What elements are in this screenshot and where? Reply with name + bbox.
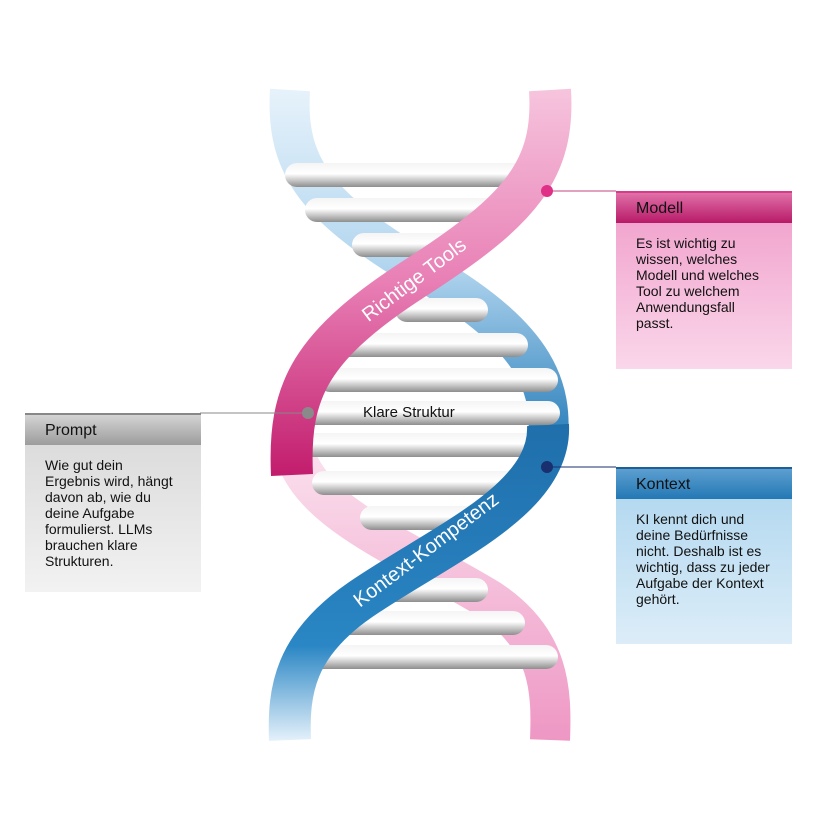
- kontext-title: Kontext: [616, 467, 792, 499]
- prompt-title: Prompt: [25, 413, 201, 445]
- modell-box: Modell Es ist wichtig zu wissen, welches…: [616, 191, 792, 369]
- kontext-text: KI kennt dich und deine Bedürfnisse nich…: [616, 499, 792, 644]
- rung: [318, 368, 558, 392]
- rungs: [285, 163, 560, 669]
- dot-modell: [541, 185, 553, 197]
- pink-ribbon-front: [270, 88, 572, 476]
- rung: [330, 333, 528, 357]
- center-label: Klare Struktur: [363, 404, 455, 421]
- prompt-text: Wie gut dein Ergebnis wird, hängt davon …: [25, 445, 201, 592]
- rung: [395, 298, 488, 322]
- blue-ribbon-front: [268, 423, 570, 741]
- prompt-box: Prompt Wie gut dein Ergebnis wird, hängt…: [25, 413, 201, 592]
- modell-title: Modell: [616, 191, 792, 223]
- rung: [305, 198, 505, 222]
- rung: [312, 471, 520, 495]
- dot-kontext: [541, 461, 553, 473]
- modell-text: Es ist wichtig zu wissen, welches Modell…: [616, 223, 792, 369]
- rung: [300, 401, 560, 425]
- rung: [310, 645, 558, 669]
- kontext-box: Kontext KI kennt dich und deine Bedürfni…: [616, 467, 792, 644]
- rung: [285, 163, 525, 187]
- dot-prompt: [302, 407, 314, 419]
- rung: [290, 433, 545, 457]
